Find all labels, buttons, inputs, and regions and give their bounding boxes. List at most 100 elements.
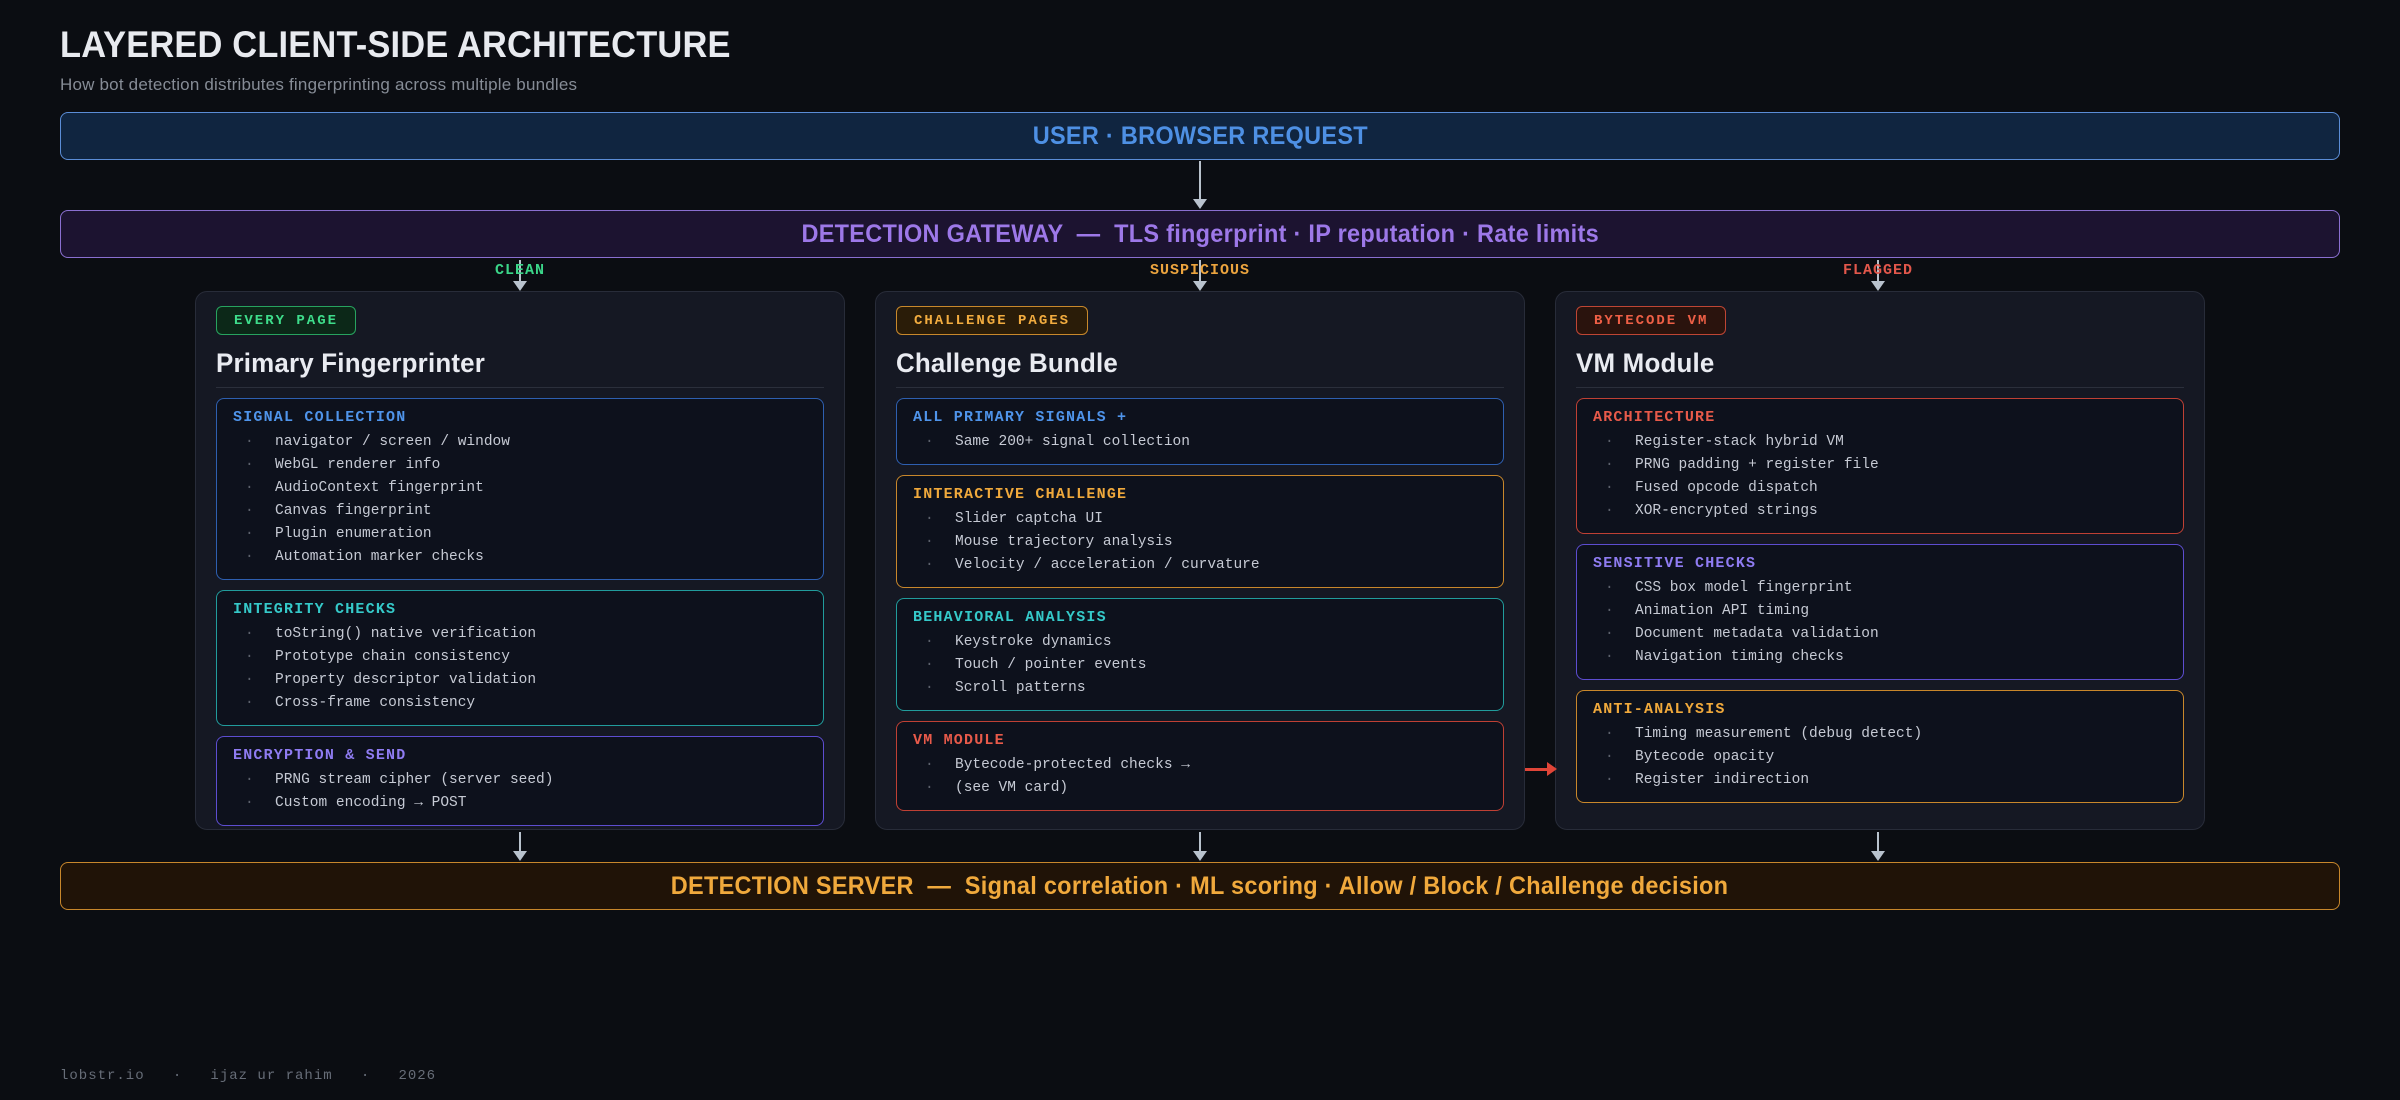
detection-gateway-label: DETECTION GATEWAY — TLS fingerprint · IP…	[801, 219, 1599, 248]
branch-arrow-flagged: FLAGGED	[1843, 260, 1912, 291]
section-item: Mouse trajectory analysis	[913, 531, 1487, 554]
section-item: PRNG stream cipher (server seed)	[233, 769, 807, 792]
out-arrow-challenge	[1193, 832, 1207, 861]
detection-server-banner: DETECTION SERVER — Signal correlation · …	[60, 862, 2340, 910]
diagram-header: LAYERED CLIENT-SIDE ARCHITECTURE How bot…	[60, 24, 781, 95]
card-badge: BYTECODE VM	[1576, 306, 1727, 335]
section-item: Custom encoding → POST	[233, 792, 807, 815]
section-item: CSS box model fingerprint	[1593, 577, 2167, 600]
section-all-primary-signals: ALL PRIMARY SIGNALS + Same 200+ signal co…	[896, 398, 1504, 465]
arrow-line	[1199, 161, 1201, 199]
card-badge: CHALLENGE PAGES	[896, 306, 1089, 335]
section-title: SIGNAL COLLECTION	[233, 409, 407, 426]
card-badge: EVERY PAGE	[216, 306, 357, 335]
card-divider	[896, 387, 1504, 388]
arrow-line	[1877, 832, 1879, 851]
section-items: Bytecode-protected checks →(see VM card)	[913, 754, 1487, 800]
section-sensitive-checks: SENSITIVE CHECKS CSS box model fingerprin…	[1576, 544, 2184, 680]
user-request-banner: USER · BROWSER REQUEST	[60, 112, 2340, 160]
section-items: toString() native verificationPrototype …	[233, 623, 807, 715]
section-item: Fused opcode dispatch	[1593, 477, 2167, 500]
section-item: Register-stack hybrid VM	[1593, 431, 2167, 454]
section-item: Canvas fingerprint	[233, 500, 807, 523]
vm-handoff-arrow	[1525, 762, 1557, 776]
section-title: ALL PRIMARY SIGNALS +	[913, 409, 1128, 426]
section-item: Animation API timing	[1593, 600, 2167, 623]
section-vm-module: VM MODULE Bytecode-protected checks →(see…	[896, 721, 1504, 811]
section-item: navigator / screen / window	[233, 431, 807, 454]
section-title: ENCRYPTION & SEND	[233, 747, 407, 764]
section-title: BEHAVIORAL ANALYSIS	[913, 609, 1107, 626]
section-title: INTERACTIVE CHALLENGE	[913, 486, 1128, 503]
flow-arrow-user-to-gateway	[1193, 161, 1207, 209]
arrow-down-icon	[1871, 851, 1885, 861]
section-item: AudioContext fingerprint	[233, 477, 807, 500]
card-divider	[1576, 387, 2184, 388]
section-item: Property descriptor validation	[233, 669, 807, 692]
section-item: Document metadata validation	[1593, 623, 2167, 646]
section-items: Same 200+ signal collection	[913, 431, 1487, 454]
section-title: INTEGRITY CHECKS	[233, 601, 397, 618]
section-title: SENSITIVE CHECKS	[1593, 555, 1757, 572]
section-item: Velocity / acceleration / curvature	[913, 554, 1487, 577]
section-title: VM MODULE	[913, 732, 1005, 749]
section-item: Keystroke dynamics	[913, 631, 1487, 654]
arrow-line	[1525, 767, 1547, 771]
card-title: VM Module	[1576, 348, 1715, 378]
section-items: Slider captcha UIMouse trajectory analys…	[913, 508, 1487, 577]
arrow-down-icon	[513, 851, 527, 861]
section-item: Plugin enumeration	[233, 523, 807, 546]
section-item: Timing measurement (debug detect)	[1593, 723, 2167, 746]
arrow-line	[519, 260, 521, 281]
arrow-right-icon	[1547, 762, 1557, 776]
section-items: CSS box model fingerprintAnimation API t…	[1593, 577, 2167, 669]
section-items: Timing measurement (debug detect)Bytecod…	[1593, 723, 2167, 792]
arrow-line	[1199, 260, 1201, 281]
out-arrow-vm	[1871, 832, 1885, 861]
card-divider	[216, 387, 824, 388]
section-title: ANTI-ANALYSIS	[1593, 701, 1726, 718]
section-items: Register-stack hybrid VMPRNG padding + r…	[1593, 431, 2167, 523]
footer-credit: lobstr.io · ijaz ur rahim · 2026	[60, 1068, 437, 1084]
section-item: Bytecode opacity	[1593, 746, 2167, 769]
branch-label-clean: CLEAN	[494, 262, 546, 279]
detection-gateway-banner: DETECTION GATEWAY — TLS fingerprint · IP…	[60, 210, 2340, 258]
section-signal-collection: SIGNAL COLLECTION navigator / screen / wi…	[216, 398, 824, 580]
section-item: Automation marker checks	[233, 546, 807, 569]
arrow-down-icon	[1871, 281, 1885, 291]
section-item: Prototype chain consistency	[233, 646, 807, 669]
arrow-line	[1877, 260, 1879, 281]
section-item: Register indirection	[1593, 769, 2167, 792]
card-title: Challenge Bundle	[896, 348, 1118, 378]
section-architecture: ARCHITECTURE Register-stack hybrid VMPRNG…	[1576, 398, 2184, 534]
section-item: Navigation timing checks	[1593, 646, 2167, 669]
section-item: XOR-encrypted strings	[1593, 500, 2167, 523]
section-behavioral-analysis: BEHAVIORAL ANALYSIS Keystroke dynamicsTou…	[896, 598, 1504, 711]
arrow-down-icon	[1193, 199, 1207, 209]
section-title: ARCHITECTURE	[1593, 409, 1716, 426]
section-integrity-checks: INTEGRITY CHECKS toString() native verifi…	[216, 590, 824, 726]
section-item: Bytecode-protected checks →	[913, 754, 1487, 777]
user-request-label: USER · BROWSER REQUEST	[1032, 121, 1368, 150]
section-item: Touch / pointer events	[913, 654, 1487, 677]
section-item: WebGL renderer info	[233, 454, 807, 477]
section-interactive-challenge: INTERACTIVE CHALLENGE Slider captcha UIMo…	[896, 475, 1504, 588]
section-item: PRNG padding + register file	[1593, 454, 2167, 477]
section-item: Same 200+ signal collection	[913, 431, 1487, 454]
card-title: Primary Fingerprinter	[216, 348, 486, 378]
section-encryption-send: ENCRYPTION & SEND PRNG stream cipher (ser…	[216, 736, 824, 826]
branch-arrow-clean: CLEAN	[495, 260, 544, 291]
section-items: navigator / screen / windowWebGL rendere…	[233, 431, 807, 569]
section-item: Cross-frame consistency	[233, 692, 807, 715]
arrow-line	[519, 832, 521, 851]
arrow-down-icon	[513, 281, 527, 291]
page-title: LAYERED CLIENT-SIDE ARCHITECTURE	[60, 24, 731, 65]
out-arrow-primary	[513, 832, 527, 861]
page-subtitle: How bot detection distributes fingerprin…	[60, 75, 578, 94]
arrow-down-icon	[1193, 281, 1207, 291]
branch-arrow-suspicious: SUSPICIOUS	[1150, 260, 1249, 291]
detection-server-label: DETECTION SERVER — Signal correlation · …	[671, 871, 1729, 900]
